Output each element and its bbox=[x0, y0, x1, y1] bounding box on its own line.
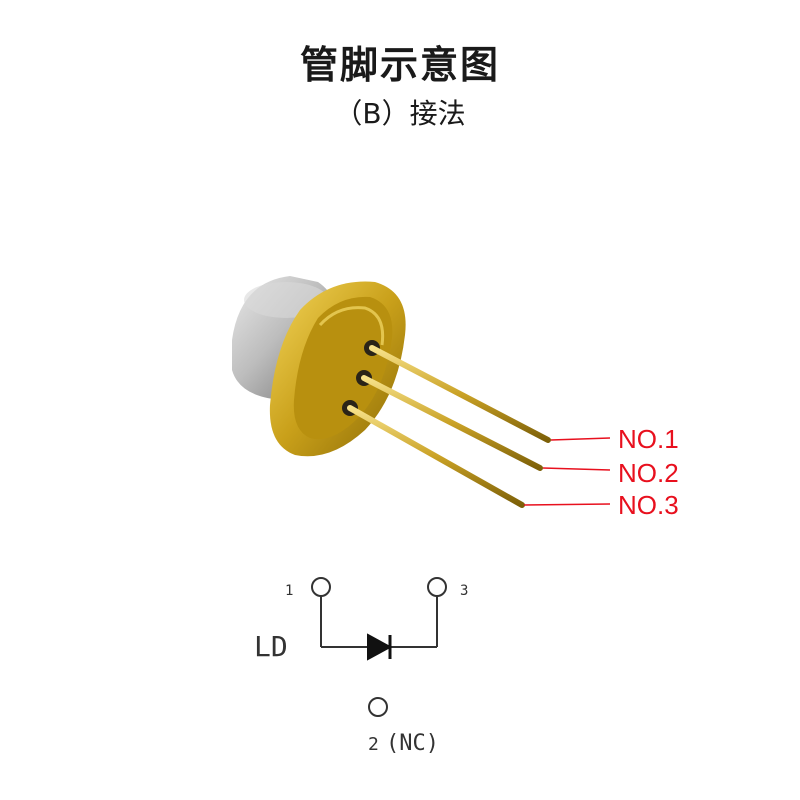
pin3-number: 3 bbox=[460, 583, 468, 599]
pin1-number: 1 bbox=[285, 583, 293, 599]
page-subtitle: （B）接法 bbox=[334, 97, 466, 130]
pin-leads bbox=[347, 345, 551, 508]
terminal-3 bbox=[427, 577, 447, 597]
pin-label-no1: NO.1 bbox=[618, 424, 679, 454]
ld-schematic bbox=[311, 577, 447, 717]
gold-flange bbox=[269, 281, 406, 457]
leader-lines bbox=[523, 437, 611, 506]
pin-label-no2: NO.2 bbox=[618, 458, 679, 488]
nc-label: (NC) bbox=[386, 731, 439, 756]
pin-label-no3: NO.3 bbox=[618, 490, 679, 520]
terminal-1 bbox=[311, 577, 331, 597]
pin2-number: 2 bbox=[368, 734, 379, 755]
terminal-2 bbox=[368, 697, 388, 717]
ld-label: LD bbox=[254, 630, 288, 663]
page-title: 管脚示意图 bbox=[299, 43, 500, 87]
diode-symbol bbox=[367, 633, 393, 661]
